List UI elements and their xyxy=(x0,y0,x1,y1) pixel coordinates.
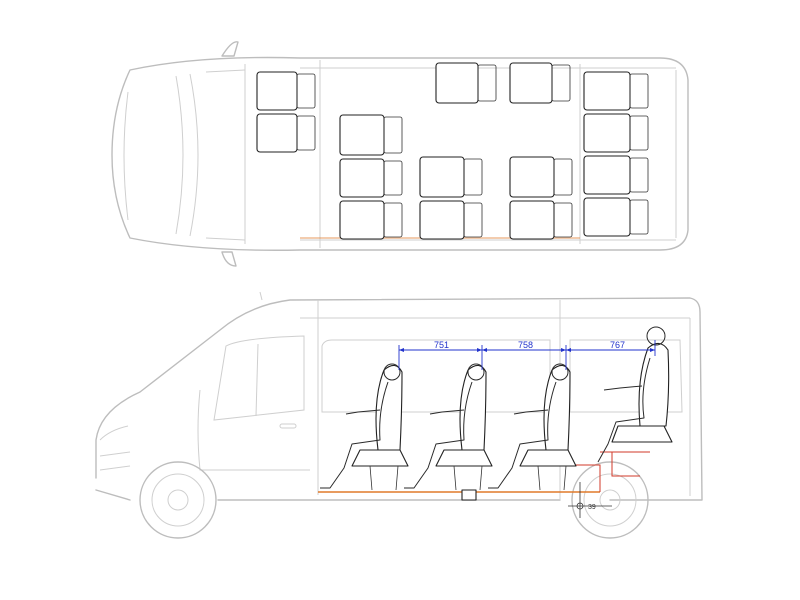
pitch-dimension-2: 758 xyxy=(481,340,566,370)
top-view-body-outline xyxy=(111,56,689,251)
plan-seat-row-driver-area xyxy=(256,71,316,153)
mirror-left xyxy=(221,41,239,57)
wheel-offset-dimension: 39 xyxy=(568,482,612,518)
mirror-right xyxy=(221,251,237,267)
side-seat-1 xyxy=(320,363,409,491)
side-seat-2 xyxy=(404,363,493,491)
front-wheel xyxy=(139,461,217,539)
plan-seat-block-1 xyxy=(339,114,403,240)
side-seat-4-rear xyxy=(597,326,673,463)
pitch-dimension-3: 767 xyxy=(565,340,656,370)
side-view-body-outline xyxy=(95,291,703,501)
side-windscreen-and-door xyxy=(197,335,310,471)
top-view xyxy=(111,41,689,267)
side-seat-3 xyxy=(488,363,577,491)
side-windows xyxy=(321,339,683,413)
pitch-dimension-3-label: 767 xyxy=(610,340,625,350)
front-grille xyxy=(99,425,131,471)
side-floor-rail xyxy=(318,451,650,501)
plan-seat-block-rear xyxy=(583,71,649,237)
plan-seat-block-3 xyxy=(509,62,573,240)
side-view: 751 758 767 39 xyxy=(95,291,703,539)
pitch-dimension-1-label: 751 xyxy=(434,340,449,350)
plan-seat-block-2 xyxy=(419,62,497,240)
rear-wheel xyxy=(571,461,649,539)
wheel-offset-label: 39 xyxy=(588,504,596,511)
pitch-dimension-1: 751 xyxy=(398,340,482,370)
pitch-dimension-2-label: 758 xyxy=(518,340,533,350)
